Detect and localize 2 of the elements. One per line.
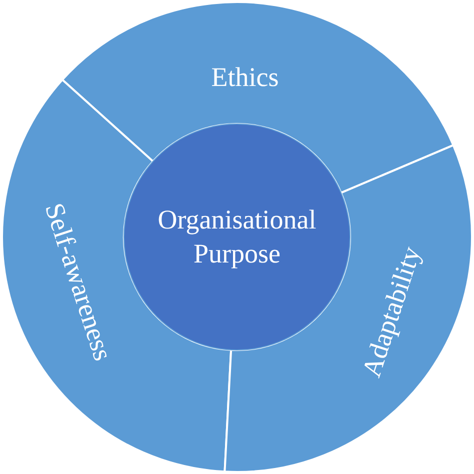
segment-label: Ethics [211, 61, 279, 94]
center-label: Organisational Purpose [156, 203, 318, 270]
